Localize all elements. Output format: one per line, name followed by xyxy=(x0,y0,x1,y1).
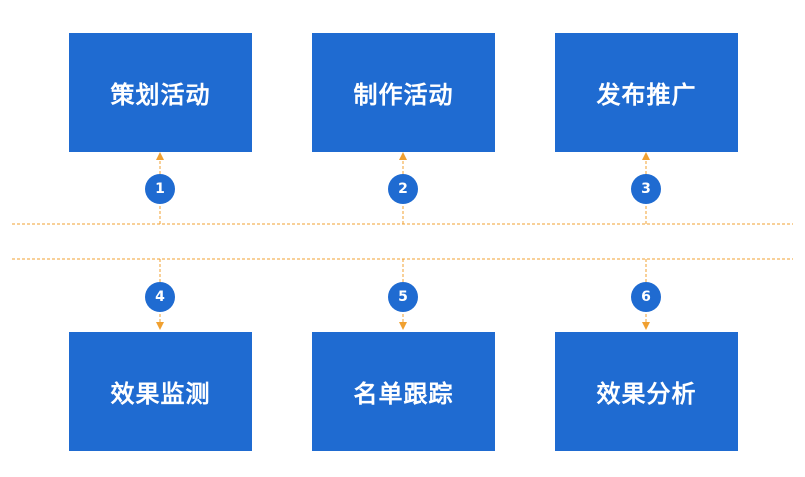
step-number-badge: 3 xyxy=(631,174,661,204)
step-box-analyze: 效果分析 xyxy=(555,332,738,451)
step-label: 名单跟踪 xyxy=(353,380,454,408)
arrowhead-2 xyxy=(399,152,407,160)
step-number-badge: 4 xyxy=(145,282,175,312)
step-number-badge: 1 xyxy=(145,174,175,204)
arrowhead-5 xyxy=(399,322,407,330)
arrowhead-6 xyxy=(642,322,650,330)
step-box-monitor: 效果监测 xyxy=(69,332,252,451)
step-number-badge: 5 xyxy=(388,282,418,312)
step-label: 制作活动 xyxy=(353,81,454,109)
arrowhead-3 xyxy=(642,152,650,160)
step-label: 效果监测 xyxy=(110,380,211,408)
step-label: 发布推广 xyxy=(596,81,697,109)
step-label: 策划活动 xyxy=(110,81,211,109)
step-box-publish: 发布推广 xyxy=(555,33,738,152)
step-box-plan: 策划活动 xyxy=(69,33,252,152)
step-label: 效果分析 xyxy=(596,380,697,408)
step-box-track: 名单跟踪 xyxy=(312,332,495,451)
arrowhead-1 xyxy=(156,152,164,160)
arrowhead-4 xyxy=(156,322,164,330)
step-number-badge: 6 xyxy=(631,282,661,312)
step-number-badge: 2 xyxy=(388,174,418,204)
step-box-produce: 制作活动 xyxy=(312,33,495,152)
